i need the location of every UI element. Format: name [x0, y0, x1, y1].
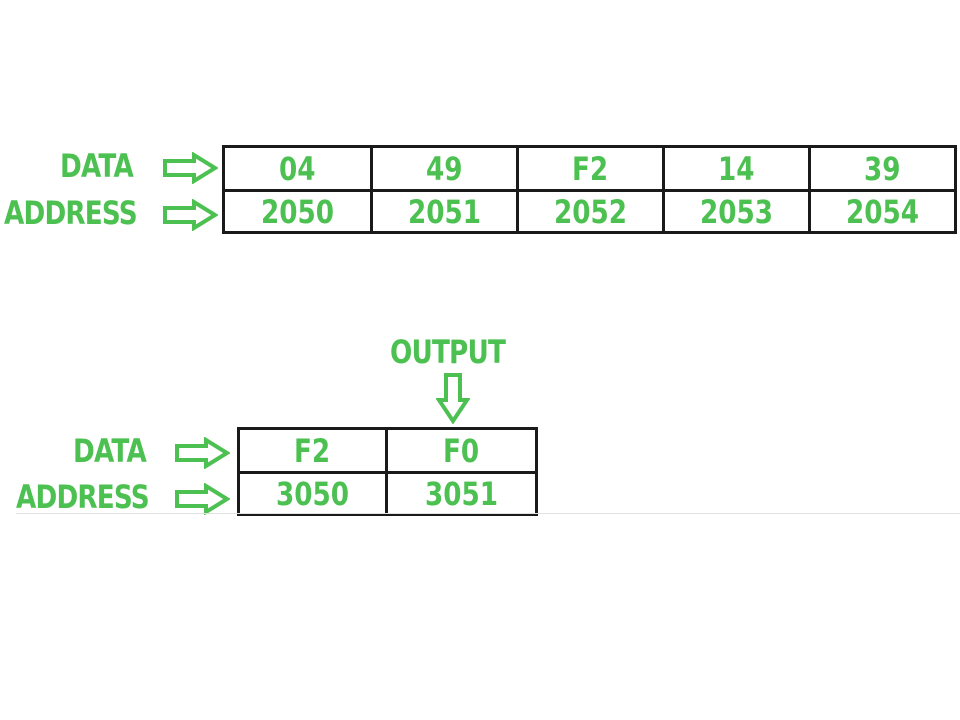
address-cell: 3050 [237, 471, 388, 516]
address-cell: 2052 [516, 189, 665, 234]
output-memory-table: F2 F0 3050 3051 [237, 427, 538, 516]
output-address-label: ADDRESS [16, 478, 150, 516]
input-data-label: DATA [60, 147, 134, 185]
data-cell: 49 [370, 145, 519, 192]
right-arrow-icon [175, 483, 230, 515]
address-cell: 2053 [662, 189, 811, 234]
output-data-label: DATA [73, 432, 147, 470]
address-cell: 3051 [385, 471, 538, 516]
data-row: F2 F0 [237, 427, 538, 474]
address-cell: 2050 [222, 189, 373, 234]
address-cell: 2051 [370, 189, 519, 234]
data-cell: 39 [808, 145, 957, 192]
address-cell: 2054 [808, 189, 957, 234]
right-arrow-icon [163, 152, 218, 184]
input-memory-table: 04 49 F2 14 39 2050 2051 2052 2053 2054 [222, 145, 957, 234]
data-cell: F2 [237, 427, 388, 474]
data-cell: F2 [516, 145, 665, 192]
input-address-label: ADDRESS [4, 194, 138, 232]
right-arrow-icon [175, 437, 230, 469]
output-heading: OUTPUT [390, 333, 506, 371]
divider [16, 513, 960, 514]
down-arrow-icon [436, 373, 470, 424]
data-cell: F0 [385, 427, 538, 474]
data-row: 04 49 F2 14 39 [222, 145, 957, 192]
address-row: 3050 3051 [237, 471, 538, 516]
data-cell: 14 [662, 145, 811, 192]
address-row: 2050 2051 2052 2053 2054 [222, 189, 957, 234]
right-arrow-icon [163, 199, 218, 231]
data-cell: 04 [222, 145, 373, 192]
